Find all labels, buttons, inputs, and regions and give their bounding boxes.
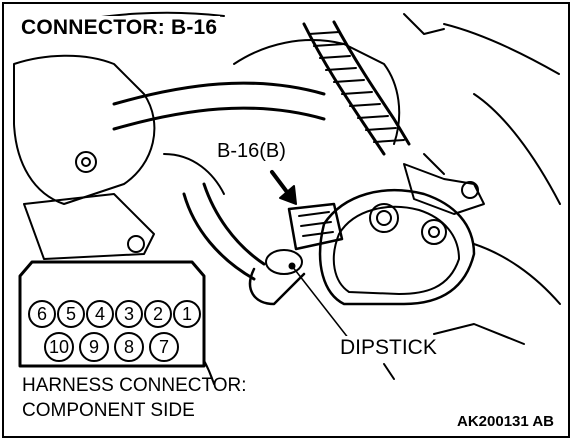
pin-circle [28, 300, 56, 328]
pin-circle [114, 332, 144, 362]
caption-line-1: HARNESS CONNECTOR: [22, 375, 247, 396]
pin-circle [57, 300, 85, 328]
connector-callout-label: B-16(B) [216, 140, 287, 163]
connector-title: CONNECTOR: B-16 [18, 16, 221, 40]
pin-label: 6 [37, 304, 47, 324]
pin-label: 7 [159, 337, 169, 357]
pin-label: 1 [182, 304, 192, 324]
pin-label: 4 [95, 304, 105, 324]
pin-label: 8 [124, 337, 134, 357]
pin-circle [79, 332, 109, 362]
diagram-frame: 6 5 4 3 2 1 10 9 8 7 CONNECTOR: B-16 B-1… [2, 2, 570, 438]
pin-circle [44, 332, 74, 362]
dipstick-label: DIPSTICK [338, 336, 439, 360]
pin-circle [173, 300, 201, 328]
pin-label: 5 [66, 304, 76, 324]
pin-circle [149, 332, 179, 362]
pin-label: 10 [49, 337, 69, 357]
caption-line-2: COMPONENT SIDE [22, 400, 195, 421]
pin-circle [115, 300, 143, 328]
pin-circle [86, 300, 114, 328]
pin-circle [144, 300, 172, 328]
pin-label: 9 [89, 337, 99, 357]
connector-face-diagram: 6 5 4 3 2 1 10 9 8 7 [18, 260, 206, 368]
pin-label: 3 [124, 304, 134, 324]
figure-code: AK200131 AB [457, 413, 554, 430]
pin-label: 2 [153, 304, 163, 324]
